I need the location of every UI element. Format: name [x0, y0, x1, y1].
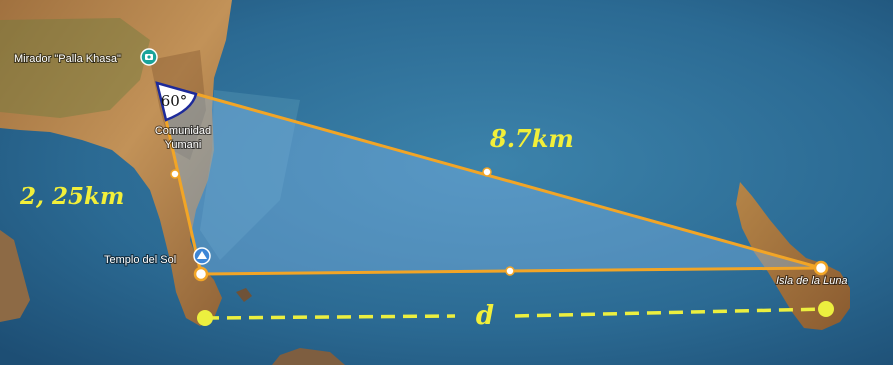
- midpoint-marker: [170, 169, 180, 179]
- distance-d-label: d: [476, 301, 494, 331]
- place-label-mirador: Mirador "Palla Khasa": [14, 53, 121, 65]
- midpoint-marker: [505, 266, 515, 276]
- place-label-isla: Isla de la Luna: [776, 275, 848, 287]
- midpoint-marker: [482, 167, 492, 177]
- side-length-8-7km-label: 8.7km: [489, 124, 574, 153]
- isla-de-la-luna-land: [736, 182, 850, 330]
- islet-land-2: [236, 288, 252, 302]
- distance-d-dashed-line: [204, 314, 456, 320]
- place-label-templo: Templo del Sol: [104, 254, 176, 266]
- place-label-comunidad: Comunidad: [155, 125, 211, 137]
- viewpoint-icon: [140, 48, 158, 66]
- side-2-25km-line: [164, 119, 203, 275]
- place-label-yumani: Yumani: [165, 139, 202, 151]
- angle-60-marker: [155, 81, 198, 122]
- isla-vertex-marker: [813, 260, 829, 276]
- left-shore-land: [0, 230, 30, 322]
- side-length-2-25km-label: 2, 25km: [19, 183, 124, 210]
- distance-d-dashed-line: [514, 307, 827, 318]
- templo-vertex-marker: [193, 266, 209, 282]
- distance-d-endpoint: [818, 301, 834, 317]
- peninsula-land: [0, 0, 232, 326]
- peninsula-vegetation: [0, 18, 150, 118]
- distance-d-endpoint: [197, 310, 213, 326]
- shallow-water: [200, 90, 300, 260]
- islet-land: [272, 348, 345, 365]
- angle-60-label: 60°: [161, 92, 188, 110]
- side-8-7km-line: [195, 92, 822, 270]
- temple-icon: [193, 247, 211, 265]
